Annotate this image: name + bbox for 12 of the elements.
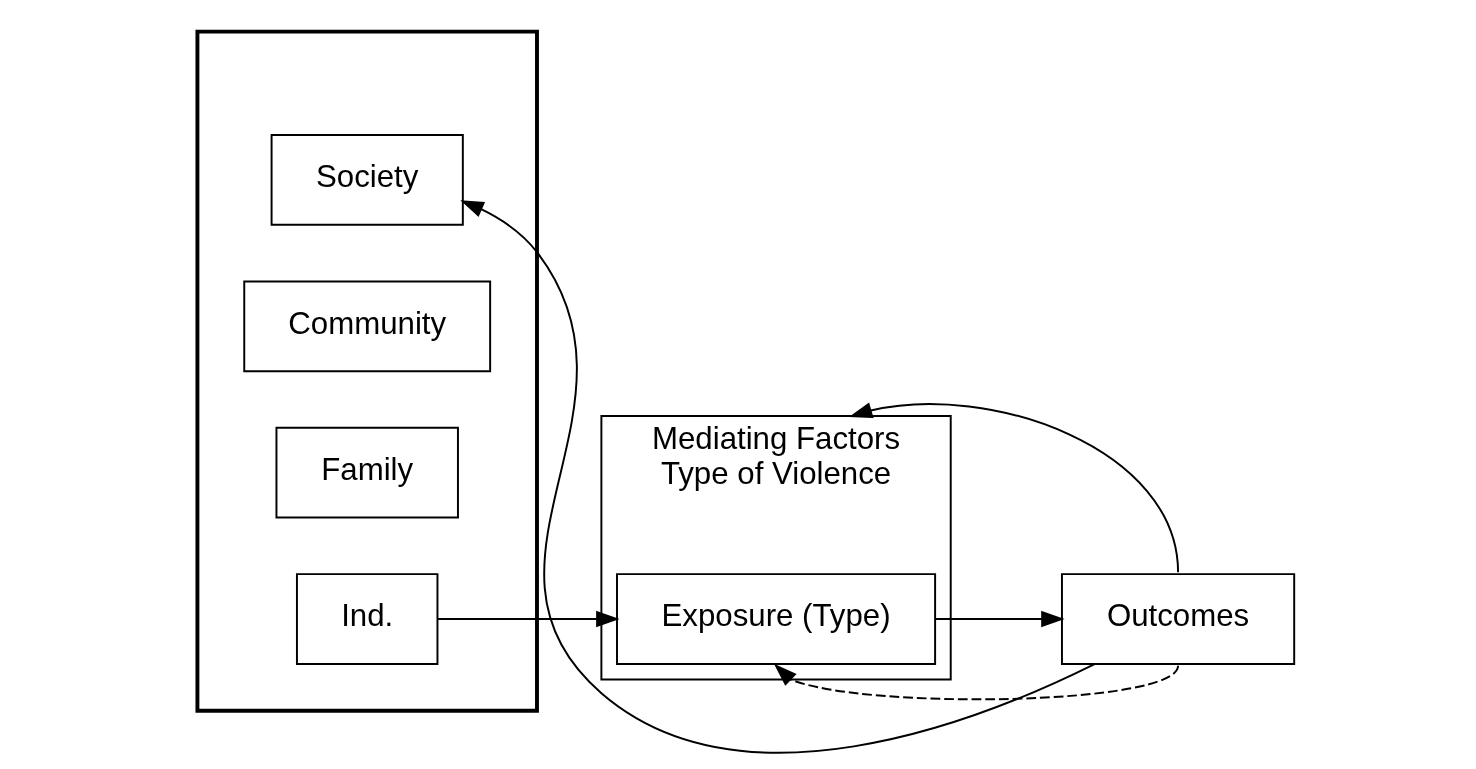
node-box: Community <box>243 280 492 373</box>
arrow <box>436 610 620 628</box>
arrow <box>773 663 1180 701</box>
node-box: Family <box>275 426 459 519</box>
arrow <box>848 402 1180 574</box>
arrow <box>460 200 1096 754</box>
node-box: Exposure (Type) <box>616 573 937 665</box>
node-box: Ind. <box>295 573 439 665</box>
node-box: Society <box>270 134 464 226</box>
cluster <box>195 29 539 713</box>
node-box: Outcomes <box>1061 573 1296 665</box>
arrow <box>934 610 1065 628</box>
